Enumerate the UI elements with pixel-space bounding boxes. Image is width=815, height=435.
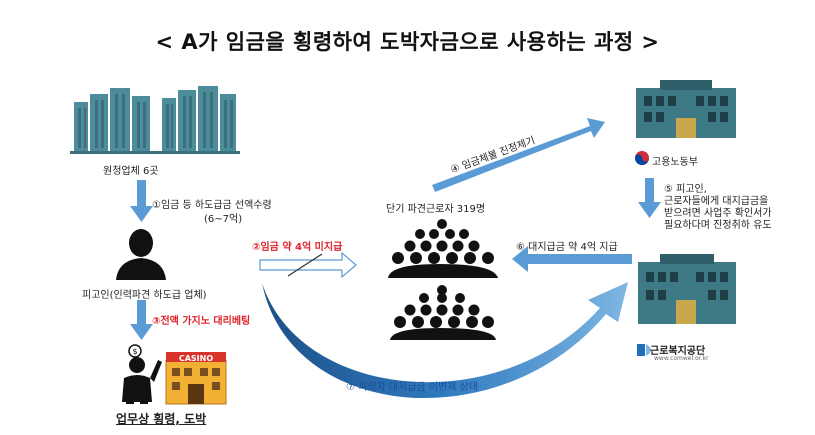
edge-1-sub: (6~7억) (204, 214, 243, 225)
edge-5-line-4: 필요하다며 진정취하 유도 (664, 220, 772, 231)
labor-office-building-icon (636, 80, 736, 138)
labor-office-label: 고용노동부 (652, 157, 698, 168)
welfare-url: www.comwel.or.kr (654, 355, 709, 362)
contractor-label: 원청업체 6곳 (103, 166, 159, 177)
arrow-3 (130, 300, 153, 340)
edge-2-label: ②임금 약 4억 미지급 (252, 242, 343, 253)
arrow-5 (638, 178, 661, 218)
curve-arrow-7 (262, 282, 628, 399)
welfare-building-icon (638, 254, 736, 324)
arrow-6 (512, 246, 632, 272)
casino-building-icon: CASINO (165, 352, 227, 405)
svg-text:$: $ (132, 347, 137, 356)
contractor-buildings-icon (70, 86, 240, 154)
edge-3-label: ③전액 가지노 대리베팅 (152, 316, 251, 327)
casino-sign: CASINO (179, 354, 213, 363)
edge-5-line-3: 받으려면 사업주 확인서가 (664, 208, 772, 219)
defendant-person-icon (116, 229, 166, 280)
edge-7-label: ⑦ 피의자 대지급금 미변제 상태 (346, 382, 479, 393)
edge-5-text: ⑤ 피고인, 근로자들에게 대지급금을 받으려면 사업주 확인서가 필요하다며 … (664, 184, 772, 232)
diagram-title: < A가 임금을 횡령하여 도박자금으로 사용하는 과정 > (155, 30, 660, 54)
edge-5-line-1: ⑤ 피고인, (664, 184, 707, 195)
edge-6-label: ⑥ 대지급금 약 4억 지급 (516, 242, 618, 253)
arrow-2 (259, 251, 357, 279)
arrow-1 (130, 180, 153, 222)
government-emblem-icon (635, 151, 649, 165)
defendant-label: 피고인(인력파견 하도급 업체) (82, 290, 207, 301)
welfare-logo-icon (637, 344, 651, 356)
workers-crowd-icon (388, 219, 498, 340)
edge-5-line-2: 근로자들에게 대지급금을 (664, 196, 769, 207)
edge-1-label: ①임금 등 하도급금 선액수령 (152, 200, 272, 211)
result-label: 업무상 횡령, 도박 (116, 412, 207, 426)
gambler-person-icon: $ (122, 344, 162, 404)
arrow-4 (432, 118, 605, 192)
workers-label: 단기 파견근로자 319명 (386, 204, 486, 215)
welfare-label: 근로복지공단 (650, 346, 706, 357)
